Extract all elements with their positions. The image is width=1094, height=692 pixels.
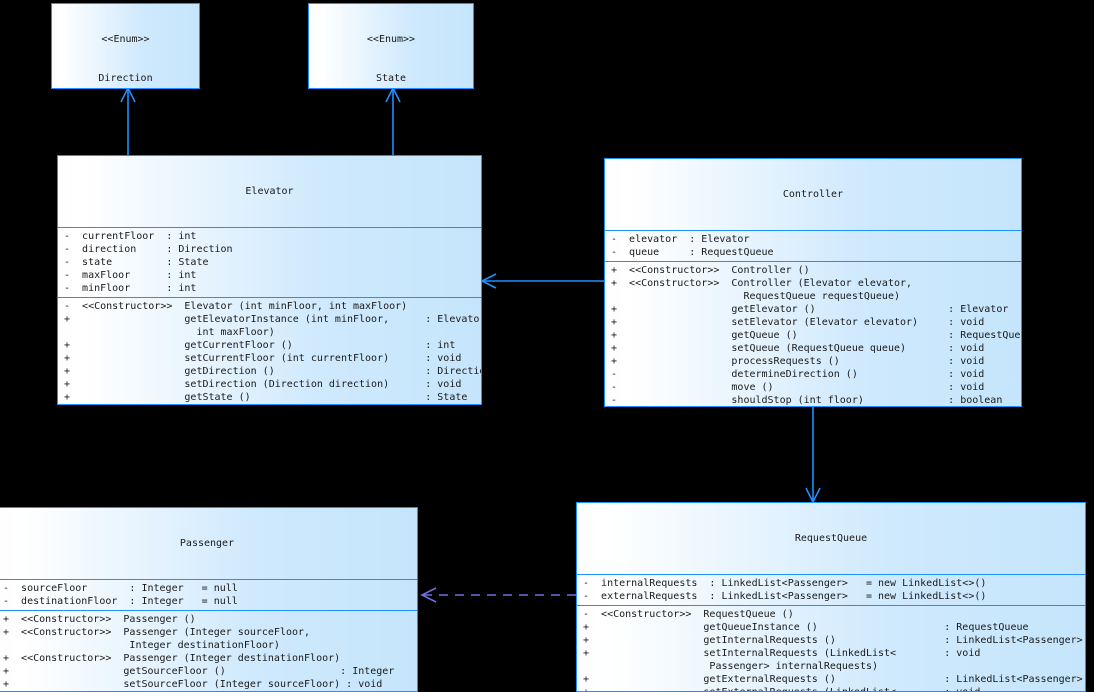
operation-row: Passenger> internalRequests) <box>583 661 879 672</box>
class-box-elevator[interactable]: Elevator - currentFloor : int - directio… <box>57 155 482 405</box>
operation-row: + getState () : State <box>64 392 468 403</box>
attribute-row: - queue : RequestQueue <box>611 247 774 258</box>
attribute-row: - minFloor : int <box>64 283 197 294</box>
operations-compartment-elevator: - <<Constructor>> Elevator (int minFloor… <box>58 298 482 405</box>
attribute-row: - maxFloor : int <box>64 270 197 281</box>
operation-row: + processRequests () : void <box>611 356 985 367</box>
operation-row: - move () : void <box>611 382 985 393</box>
attribute-row: - elevator : Elevator <box>611 234 750 245</box>
operation-row: + getQueue () : RequestQueue <box>611 330 1022 341</box>
operation-row: + setDirection (Direction direction) : v… <box>64 379 462 390</box>
operation-row: + getElevatorInstance (int minFloor, : E… <box>64 314 482 325</box>
operation-row: + getSourceFloor () : Integer <box>3 666 395 677</box>
class-box-request-queue[interactable]: RequestQueue - internalRequests : Linked… <box>576 502 1086 692</box>
operation-row: + getCurrentFloor () : int <box>64 340 456 351</box>
operation-row: + getInternalRequests () : LinkedList<Pa… <box>583 635 1083 646</box>
attributes-compartment-controller: - elevator : Elevator - queue : RequestQ… <box>605 231 1021 262</box>
class-stereotype: <<Enum>> <box>101 34 150 45</box>
class-stereotype: <<Enum>> <box>366 34 416 45</box>
class-box-direction[interactable]: <<Enum>> Direction + UP : EnumConstant +… <box>51 3 200 89</box>
attribute-row: - direction : Direction <box>64 244 233 255</box>
attribute-row: - externalRequests : LinkedList<Passenge… <box>583 591 987 602</box>
operation-row: + getElevator () : Elevator <box>611 304 1009 315</box>
class-box-state[interactable]: <<Enum>> State + MOVING : EnumConstant +… <box>308 3 474 89</box>
operations-compartment-request-queue: - <<Constructor>> RequestQueue () + getQ… <box>577 606 1085 691</box>
operations-compartment-controller: + <<Constructor>> Controller () + <<Cons… <box>605 262 1022 406</box>
operation-row: + <<Constructor>> Passenger (Integer sou… <box>3 627 311 638</box>
class-name: Passenger <box>179 538 235 549</box>
attribute-row: - sourceFloor : Integer = null <box>3 583 238 594</box>
operation-row: - shouldStop (int floor) : boolean <box>611 395 1003 406</box>
operation-row: + setExternalRequests (LinkedList< : voi… <box>577 686 1085 691</box>
operation-row: + setCurrentFloor (int currentFloor) : v… <box>64 353 462 364</box>
operation-row: + getDirection () : Direction <box>64 366 482 377</box>
class-name: Elevator <box>245 186 294 197</box>
operation-row: + <<Constructor>> Controller (Elevator e… <box>611 278 913 289</box>
class-box-passenger[interactable]: Passenger - sourceFloor : Integer = null… <box>0 507 418 692</box>
class-box-controller[interactable]: Controller - elevator : Elevator - queue… <box>604 158 1022 407</box>
operation-row: + <<Constructor>> Passenger () <box>3 614 196 625</box>
operation-row: + getExternalRequests () : LinkedList<Pa… <box>583 674 1083 685</box>
attribute-row: - currentFloor : int <box>64 231 197 242</box>
class-header-direction: <<Enum>> Direction <box>52 4 199 88</box>
operation-row: Integer destinationFloor) <box>3 640 280 651</box>
operation-row: + setQueue (RequestQueue queue) : void <box>611 343 985 354</box>
operation-row: RequestQueue requestQueue) <box>611 291 900 302</box>
attributes-compartment-elevator: - currentFloor : int - direction : Direc… <box>58 228 481 298</box>
class-name: Controller <box>782 189 844 200</box>
operations-compartment-passenger: + <<Constructor>> Passenger () + <<Const… <box>0 611 417 691</box>
operation-row: + setState (State state) : void <box>58 404 481 405</box>
operation-row: + setSourceFloor (Integer sourceFloor) :… <box>3 679 383 690</box>
attribute-row: - state : State <box>64 257 209 268</box>
operation-row: - determineDirection () : void <box>611 369 985 380</box>
attributes-compartment-request-queue: - internalRequests : LinkedList<Passenge… <box>577 575 1085 606</box>
operation-row: + getQueueInstance () : RequestQueue <box>583 622 1029 633</box>
attribute-row: - internalRequests : LinkedList<Passenge… <box>583 578 987 589</box>
class-header-passenger: Passenger <box>0 508 417 580</box>
operation-row: - <<Constructor>> Elevator (int minFloor… <box>64 301 408 312</box>
attributes-compartment-passenger: - sourceFloor : Integer = null - destina… <box>0 580 417 611</box>
class-name: Direction <box>98 73 153 84</box>
class-name: RequestQueue <box>794 533 868 544</box>
class-name: State <box>375 73 407 84</box>
operation-row: + setElevator (Elevator elevator) : void <box>611 317 985 328</box>
operation-row: int maxFloor) <box>64 327 275 338</box>
class-header-controller: Controller <box>605 159 1021 231</box>
class-header-elevator: Elevator <box>58 156 481 228</box>
operation-row: - <<Constructor>> RequestQueue () <box>583 609 794 620</box>
attribute-row: - destinationFloor : Integer = null <box>3 596 238 607</box>
class-header-state: <<Enum>> State <box>309 4 473 88</box>
operation-row: + <<Constructor>> Passenger (Integer des… <box>3 653 341 664</box>
operation-row: + <<Constructor>> Controller () <box>611 265 810 276</box>
class-header-request-queue: RequestQueue <box>577 503 1085 575</box>
operation-row: + setInternalRequests (LinkedList< : voi… <box>583 648 981 659</box>
